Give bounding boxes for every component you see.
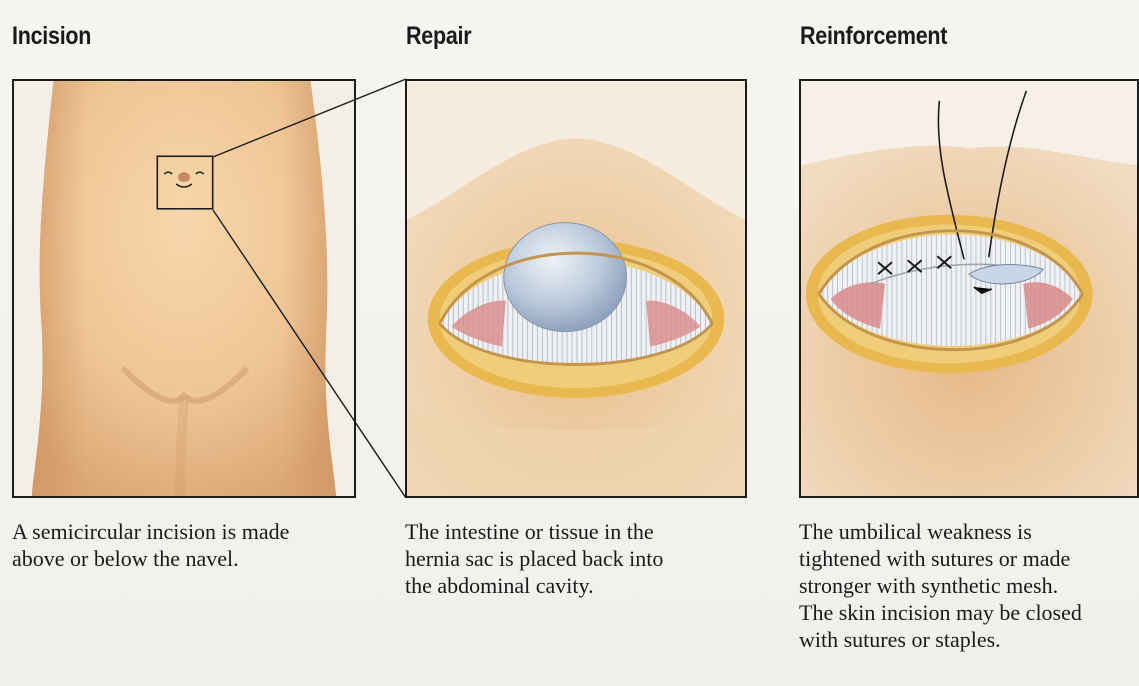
incision-heading: Incision <box>12 22 91 51</box>
incision-caption: A semicircular incision is made above or… <box>12 518 289 572</box>
incision-panel <box>12 79 356 498</box>
sutured-repair-illustration <box>801 81 1137 496</box>
abdomen-illustration <box>14 81 354 496</box>
reinforcement-panel <box>799 79 1139 498</box>
repair-caption: The intestine or tissue in the hernia sa… <box>405 518 663 599</box>
reinforcement-heading: Reinforcement <box>800 22 947 51</box>
reinforcement-caption: The umbilical weakness is tightened with… <box>799 518 1082 653</box>
hernia-repair-illustration <box>407 81 745 496</box>
repair-heading: Repair <box>406 22 471 51</box>
repair-panel <box>405 79 747 498</box>
